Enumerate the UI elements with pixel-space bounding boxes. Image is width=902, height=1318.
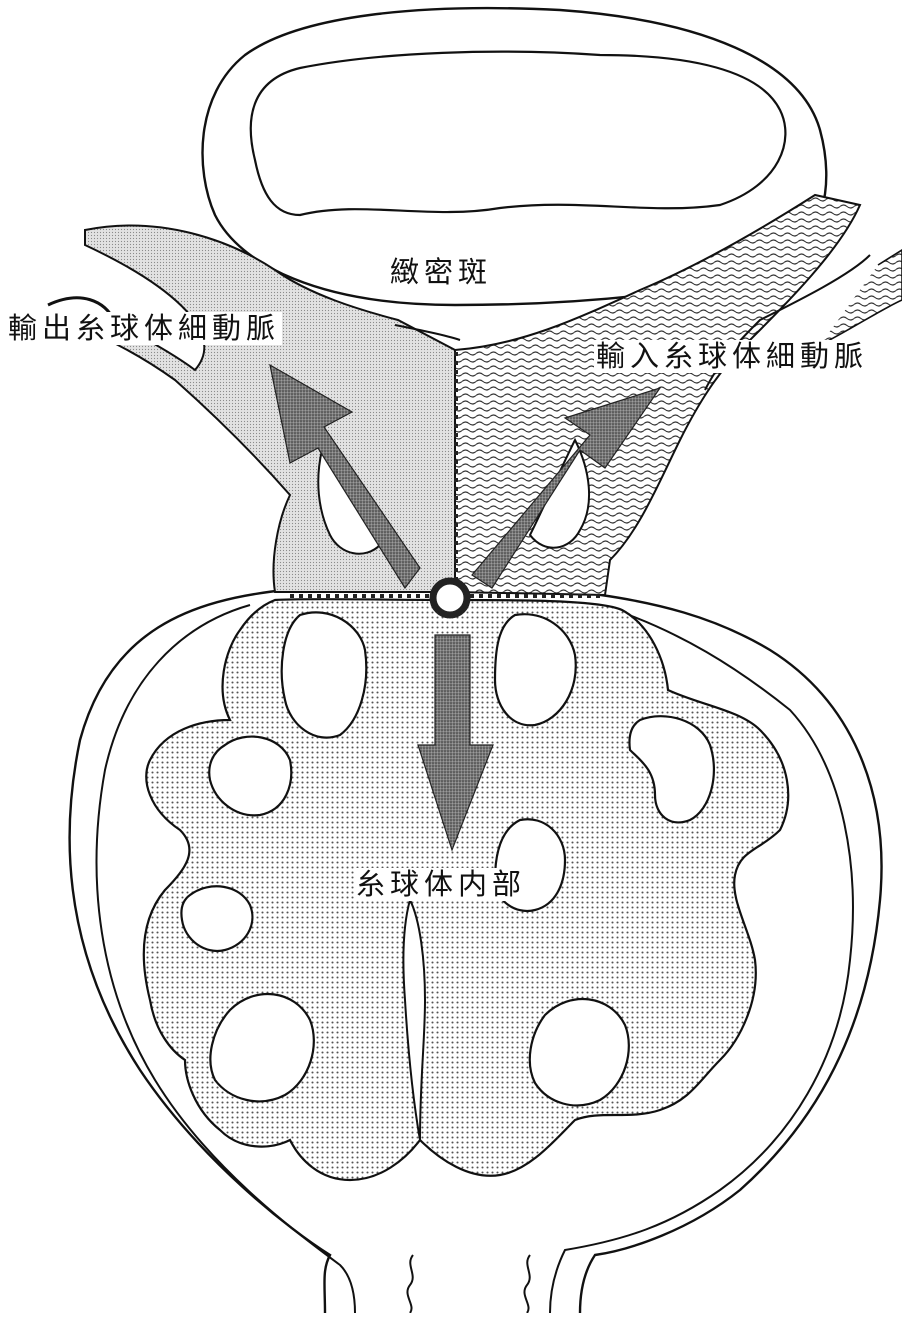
macula-densa-label: 緻密斑 <box>388 256 494 289</box>
efferent-arteriole-label: 輸出糸球体細動脈 <box>6 312 282 345</box>
afferent-arteriole-label: 輸入糸球体細動脈 <box>594 340 870 373</box>
macula-densa-lumen <box>251 52 786 215</box>
glomerulus-interior-label: 糸球体内部 <box>354 868 528 901</box>
ring-icon <box>433 581 467 615</box>
